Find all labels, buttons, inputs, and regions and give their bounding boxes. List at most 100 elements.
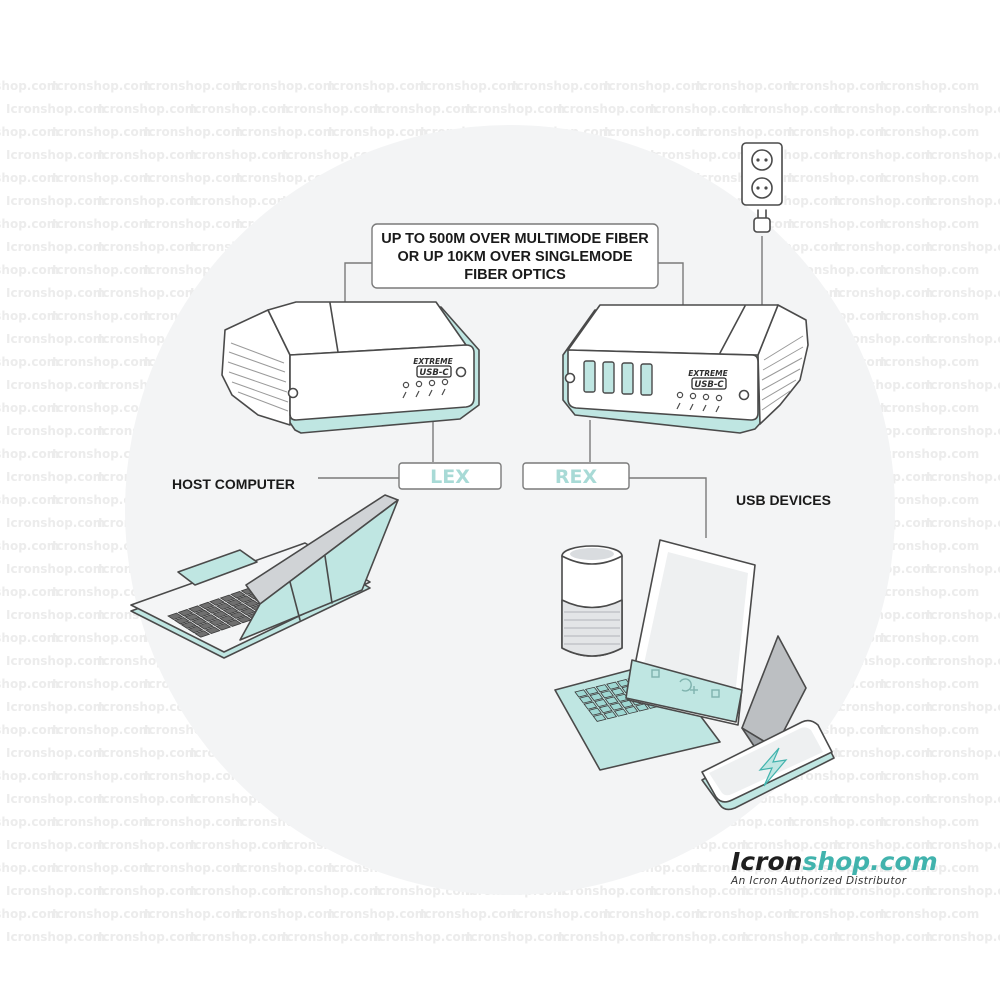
keyboard-key <box>225 619 242 627</box>
watermark-text: Icronshop.com <box>834 102 933 116</box>
usb-devices-label: USB DEVICES <box>736 492 831 508</box>
keyboard-key <box>194 609 211 618</box>
watermark-text: Icronshop.com <box>696 79 795 93</box>
watermark-text: Icronshop.com <box>52 861 151 875</box>
host-computer-label: HOST COMPUTER <box>172 476 295 492</box>
watermark-text: Icronshop.com <box>0 263 59 277</box>
watermark-text: Icronshop.com <box>328 907 427 921</box>
keyboard-key <box>180 621 197 629</box>
watermark-text: Icronshop.com <box>0 815 59 829</box>
keyboard-key <box>209 598 226 606</box>
brand-name: Icronshop.com <box>731 847 938 876</box>
watermark-text: Icronshop.com <box>650 884 749 898</box>
watermark-text: Icronshop.com <box>926 470 1000 484</box>
watermark-text: Icronshop.com <box>466 930 565 944</box>
watermark-text: Icronshop.com <box>926 148 1000 162</box>
keyboard-key <box>584 686 599 695</box>
watermark-text: Icronshop.com <box>834 286 933 300</box>
watermark-text: Icronshop.com <box>880 401 979 415</box>
lex-tag: LEX <box>398 462 502 490</box>
watermark-text: Icronshop.com <box>742 102 841 116</box>
keyboard-key <box>194 630 211 638</box>
watermark-text: Icronshop.com <box>190 148 289 162</box>
watermark-text: Icronshop.com <box>374 930 473 944</box>
watermark-text: Icronshop.com <box>6 884 105 898</box>
watermark-text: Icronshop.com <box>98 792 197 806</box>
watermark-text: Icronshop.com <box>834 838 933 852</box>
keyboard-key <box>603 711 618 720</box>
keyboard-key <box>208 618 225 627</box>
watermark-text: Icronshop.com <box>144 861 243 875</box>
keyboard-key <box>604 696 619 705</box>
lex-badge <box>416 365 452 378</box>
watermark-text: Icronshop.com <box>650 148 749 162</box>
watermark-text: Icronshop.com <box>0 171 59 185</box>
keyboard-key <box>635 703 649 712</box>
fiber-callout: UP TO 500M OVER MULTIMODE FIBER OR UP 10… <box>371 223 659 289</box>
watermark-text: Icronshop.com <box>190 930 289 944</box>
rex-tag-text: REX <box>555 466 598 488</box>
watermark-text: Icronshop.com <box>558 930 657 944</box>
watermark-text: Icronshop.com <box>696 125 795 139</box>
watermark-text: Icronshop.com <box>52 79 151 93</box>
watermark-text: Icronshop.com <box>236 861 335 875</box>
watermark-text: Icronshop.com <box>190 884 289 898</box>
callout-line-3: FIBER OPTICS <box>464 267 566 283</box>
keyboard-key <box>613 708 628 717</box>
watermark-text: Icronshop.com <box>926 194 1000 208</box>
watermark-text: Icronshop.com <box>788 171 887 185</box>
callout-line-1: UP TO 500M OVER MULTIMODE FIBER <box>381 231 649 247</box>
watermark-text: Icronshop.com <box>880 447 979 461</box>
watermark-text: Icronshop.com <box>282 884 381 898</box>
watermark-text: Icronshop.com <box>420 907 519 921</box>
watermark-text: Icronshop.com <box>880 861 979 875</box>
watermark-text: Icronshop.com <box>0 217 59 231</box>
watermark-text: Icronshop.com <box>926 700 1000 714</box>
watermark-text: Icronshop.com <box>604 125 703 139</box>
rex-badge-top: EXTREME <box>688 369 728 378</box>
watermark-text: Icronshop.com <box>52 677 151 691</box>
watermark-text: Icronshop.com <box>98 102 197 116</box>
watermark-text: Icronshop.com <box>52 447 151 461</box>
keyboard-key <box>215 602 232 611</box>
keyboard-key <box>609 702 624 711</box>
watermark-text: Icronshop.com <box>834 148 933 162</box>
watermark-text: Icronshop.com <box>512 79 611 93</box>
keyboard-key <box>583 701 598 710</box>
watermark-text: Icronshop.com <box>834 332 933 346</box>
watermark-text: Icronshop.com <box>926 286 1000 300</box>
keyboard-key <box>197 622 214 630</box>
watermark-text: Icronshop.com <box>282 930 381 944</box>
watermark-text: Icronshop.com <box>880 907 979 921</box>
keyboard-key <box>226 599 243 607</box>
watermark-text: Icronshop.com <box>98 930 197 944</box>
speaker-illustration <box>561 545 623 657</box>
keyboard-key <box>229 611 246 619</box>
lex-extender: EXTREME USB-C <box>221 301 480 434</box>
watermark-text: Icronshop.com <box>52 585 151 599</box>
keyboard-key <box>215 623 232 631</box>
keyboard-key <box>619 699 634 708</box>
watermark-text: Icronshop.com <box>788 769 887 783</box>
watermark-text: Icronshop.com <box>834 240 933 254</box>
tablet-illustration <box>554 539 807 771</box>
watermark-text: Icronshop.com <box>0 723 59 737</box>
watermark-text: Icronshop.com <box>190 102 289 116</box>
watermark-text: Icronshop.com <box>52 309 151 323</box>
watermark-text: Icronshop.com <box>788 907 887 921</box>
watermark-text: Icronshop.com <box>328 125 427 139</box>
keyboard-key <box>205 606 222 614</box>
watermark-text: Icronshop.com <box>880 677 979 691</box>
watermark-text: Icronshop.com <box>52 171 151 185</box>
callout-box <box>371 223 659 289</box>
keyboard-key <box>219 594 236 603</box>
watermark-text: Icronshop.com <box>144 815 243 829</box>
keyboard-key <box>218 615 235 623</box>
watermark-text: Icronshop.com <box>880 815 979 829</box>
watermark-text: Icronshop.com <box>604 79 703 93</box>
watermark-text: Icronshop.com <box>926 654 1000 668</box>
power-plug-icon <box>753 209 771 233</box>
watermark-text: Icronshop.com <box>144 907 243 921</box>
watermark-text: Icronshop.com <box>880 309 979 323</box>
watermark-text: Icronshop.com <box>926 516 1000 530</box>
